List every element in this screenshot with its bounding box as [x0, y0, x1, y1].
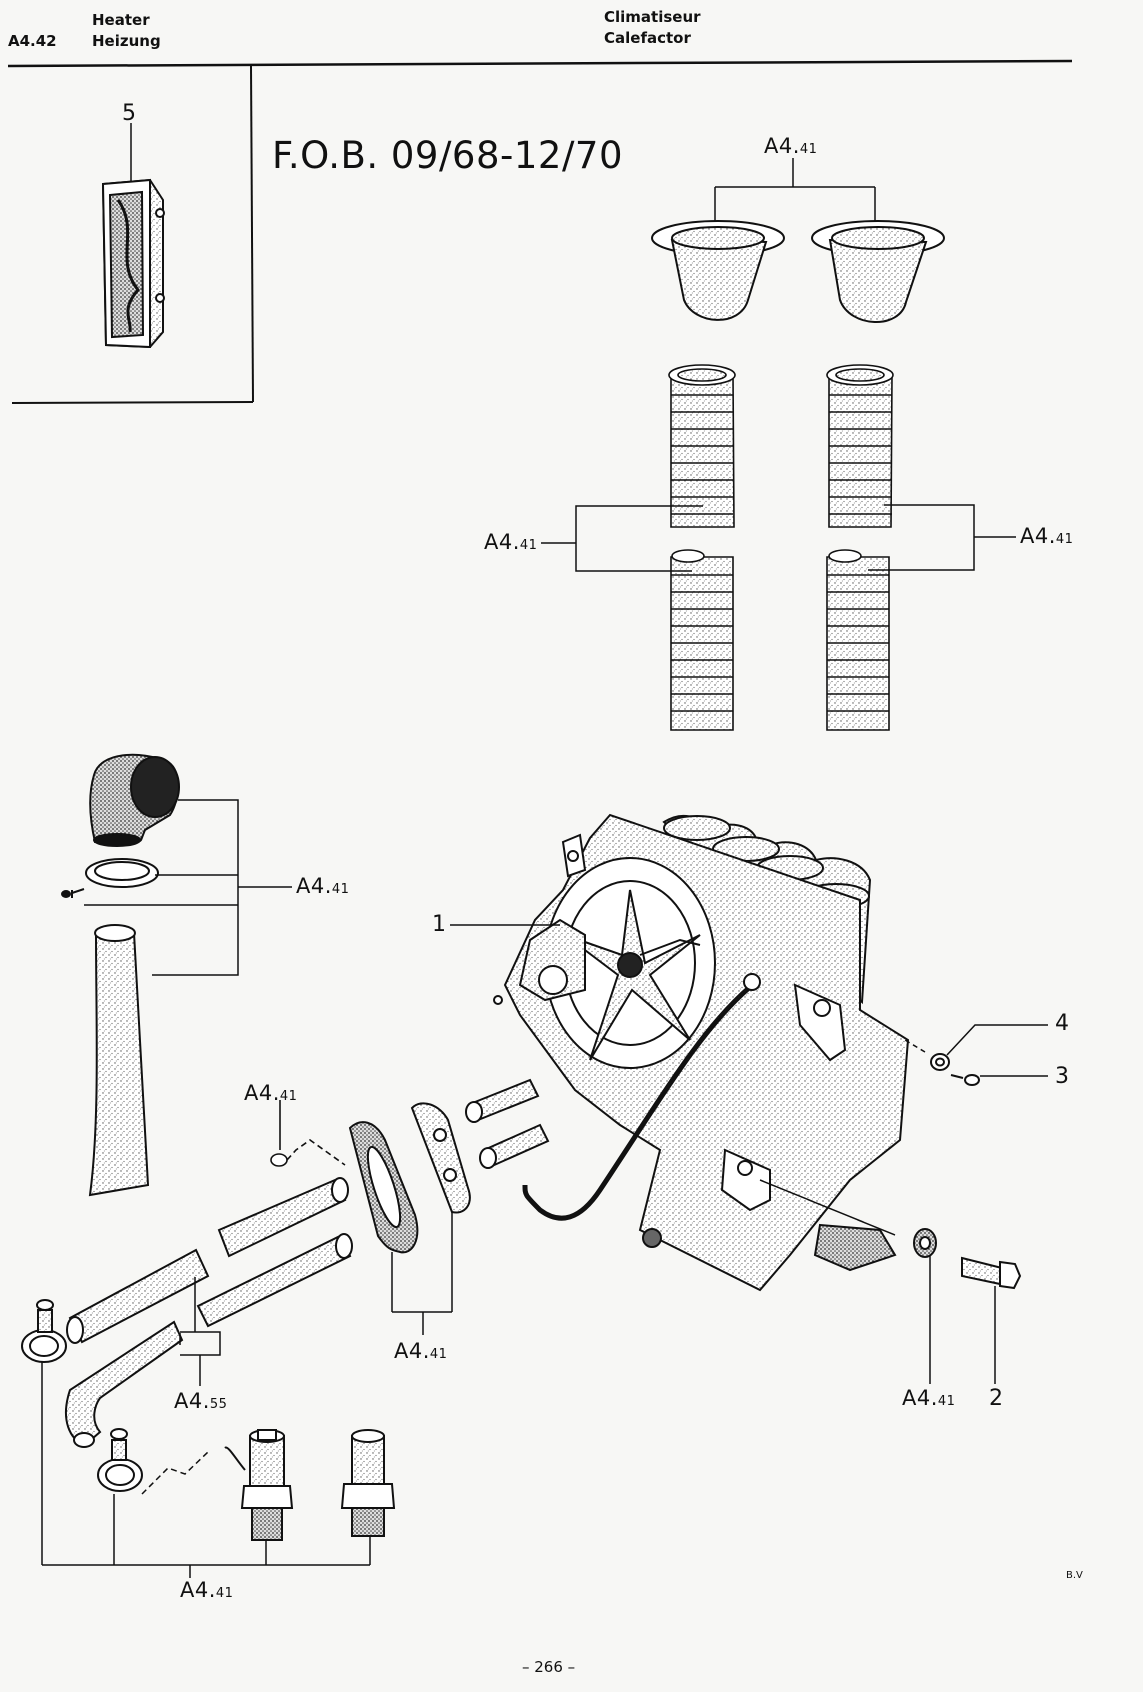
water-hoses — [65, 1177, 353, 1448]
callout-4: 4 — [1055, 1011, 1069, 1036]
callout-water-hoses: A4.55 — [174, 1389, 227, 1413]
page-number: – 266 – — [522, 1658, 576, 1676]
gasket-callout-lines — [391, 1212, 453, 1335]
callout-nozzles: A4.41 — [764, 134, 817, 158]
callout-ref-main: A4. — [764, 134, 800, 158]
callout-nut: A4.41 — [902, 1386, 955, 1410]
callout-ref-sub: 41 — [519, 538, 538, 553]
callout-hoses-right: A4.41 — [1020, 524, 1073, 548]
callout-ref-main: A4. — [902, 1386, 938, 1410]
callout-fittings: A4.41 — [180, 1578, 233, 1602]
callout-ref-main: A4. — [180, 1578, 216, 1602]
title-spanish: Calefactor — [604, 29, 691, 47]
callout-gaskets: A4.41 — [394, 1339, 447, 1363]
callout-ref-main: A4. — [296, 874, 332, 898]
water-hose-callout-lines — [179, 1277, 221, 1386]
callout-3: 3 — [1055, 1064, 1069, 1089]
footer-mark: B.V — [1066, 1570, 1083, 1581]
callout-2: 2 — [989, 1386, 1003, 1411]
callout-ref-main: A4. — [484, 530, 520, 554]
callout-duct: A4.41 — [296, 874, 349, 898]
resistor-block-part-5 — [101, 123, 165, 349]
callout-ref-main: A4. — [244, 1081, 280, 1105]
section-code: A4.42 — [8, 32, 57, 50]
inlet-pipes — [465, 1078, 550, 1169]
duct-callout-lines — [84, 799, 292, 976]
fitting-callout-lines — [41, 1362, 371, 1578]
heater-blower-housing — [493, 813, 910, 1292]
elbow-clamp-duct — [61, 753, 180, 1197]
callout-ref-main: A4. — [394, 1339, 430, 1363]
title-german: Heizung — [92, 32, 161, 50]
corrugated-hoses — [668, 364, 894, 731]
gasket-screw — [270, 1100, 346, 1167]
page-frame — [7, 59, 1073, 404]
pipe-gaskets — [348, 1102, 471, 1254]
callout-ref-main: A4. — [1020, 524, 1056, 548]
callout-ref-sub: 41 — [215, 1586, 234, 1601]
valve-fittings — [141, 1429, 396, 1541]
callout-ref55-sub: 55 — [209, 1397, 228, 1412]
callout-ref-sub: 41 — [799, 142, 818, 157]
title-english: Heater — [92, 11, 150, 29]
fasteners — [913, 1053, 1022, 1290]
fastener-callout-lines — [450, 924, 1048, 1384]
callout-ref-sub: 41 — [331, 882, 350, 897]
hose-clamps — [21, 1299, 143, 1492]
callout-5: 5 — [122, 101, 136, 126]
callout-ref-sub: 41 — [937, 1394, 956, 1409]
callout-ref-main: A4. — [174, 1389, 210, 1413]
page-title: F.O.B. 09/68-12/70 — [272, 134, 623, 177]
callout-ref-sub: 41 — [429, 1347, 448, 1362]
callout-ref-sub: 41 — [279, 1089, 298, 1104]
vent-nozzles — [651, 158, 945, 323]
title-french: Climatiseur — [604, 8, 701, 26]
callout-hoses-left: A4.41 — [484, 530, 537, 554]
callout-1: 1 — [432, 912, 446, 937]
hose-callout-lines — [541, 504, 1016, 572]
callout-ref-sub: 41 — [1055, 532, 1074, 547]
callout-screw: A4.41 — [244, 1081, 297, 1105]
